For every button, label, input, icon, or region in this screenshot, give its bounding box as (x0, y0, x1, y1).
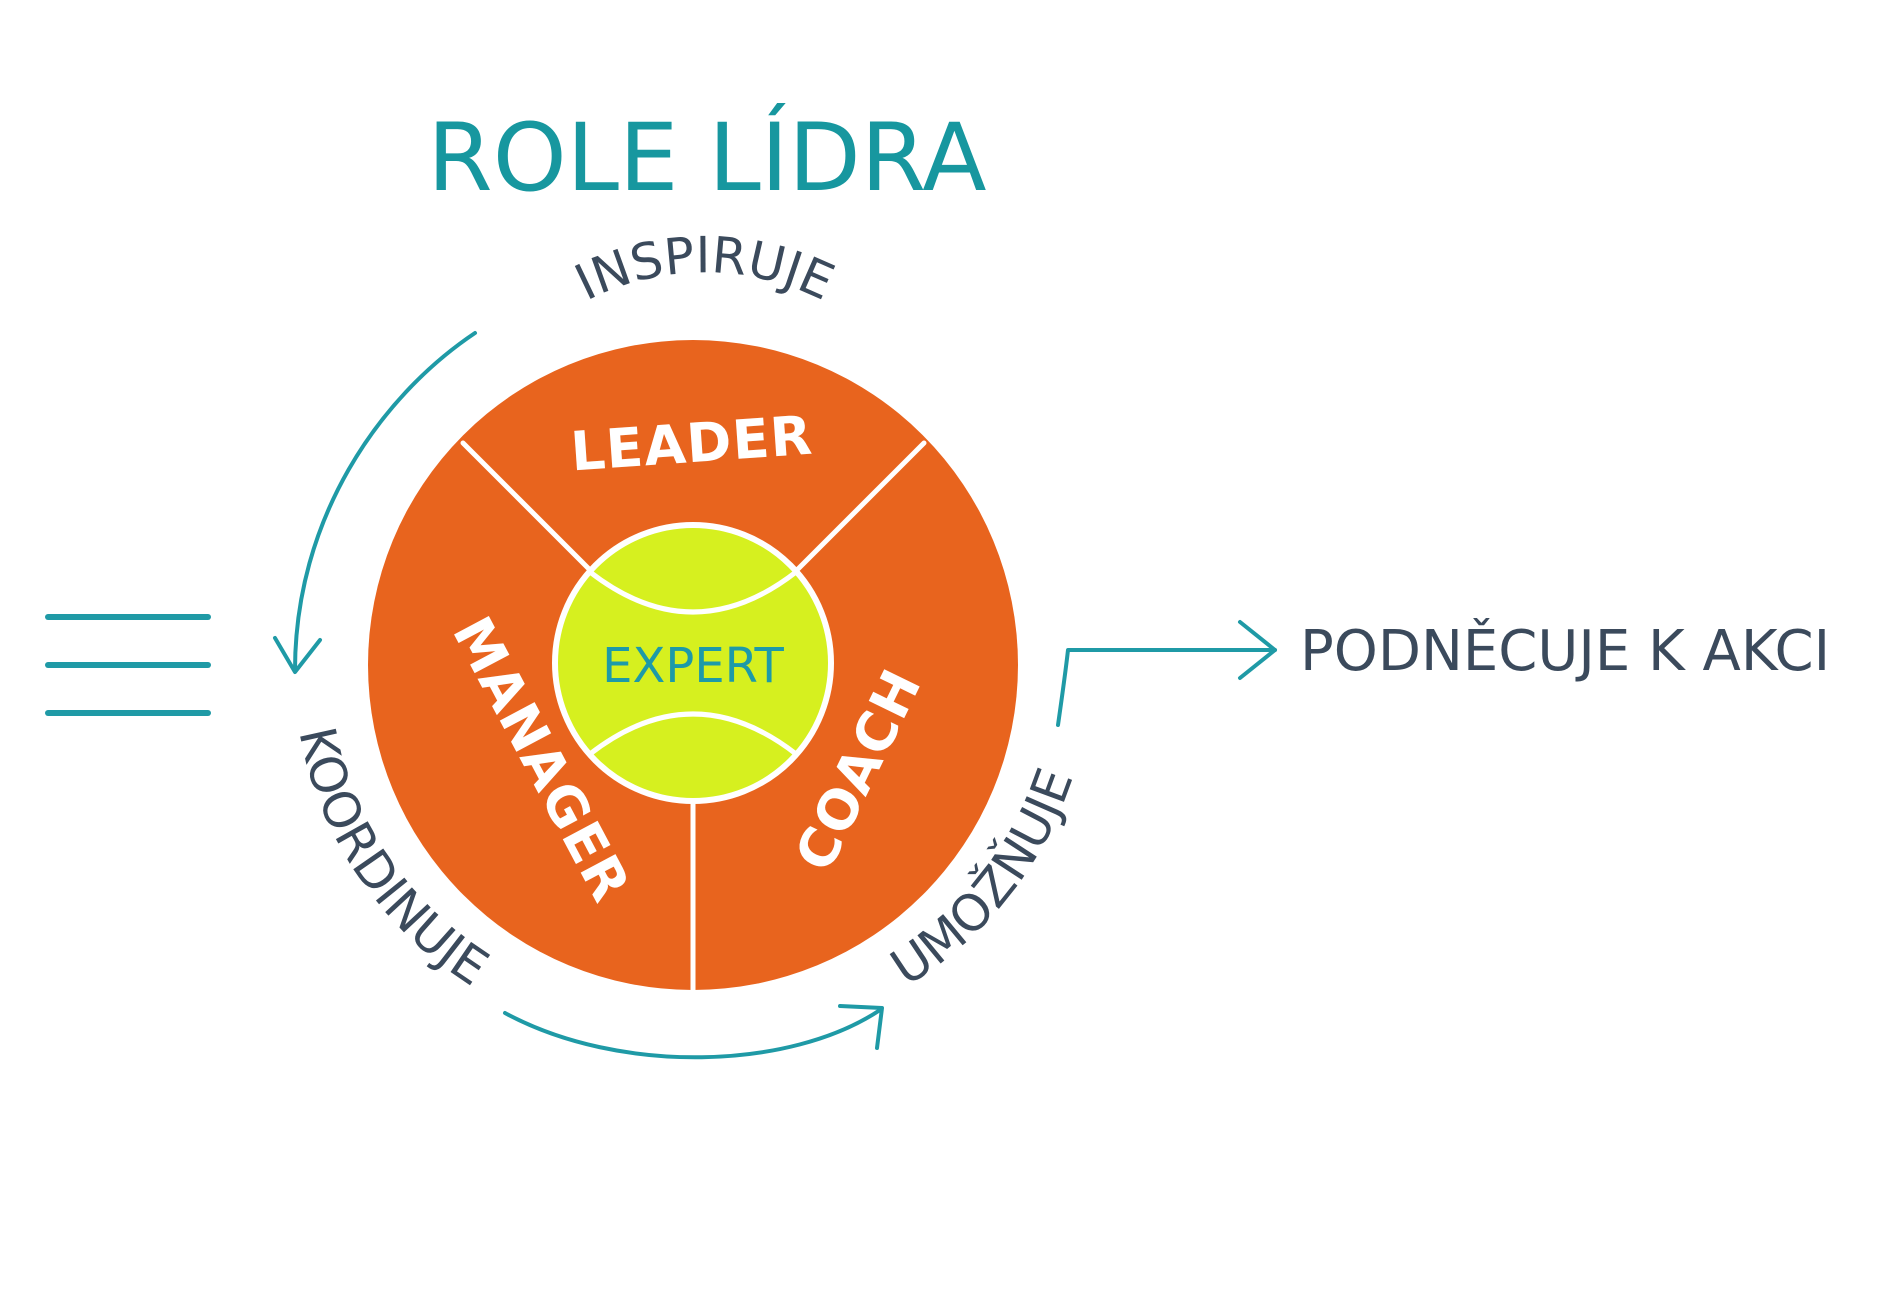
inspire-arrow (273, 331, 477, 674)
arc-label-inspiruje: INSPIRUJE (566, 226, 842, 312)
menu-icon[interactable] (45, 614, 211, 716)
coordinate-arrow (503, 1004, 884, 1060)
action-label: PODNĚCUJE K AKCI (1300, 619, 1830, 684)
segment-label-expert: EXPERT (602, 638, 784, 694)
expert-ball (552, 522, 834, 804)
segment-dividers (460, 440, 927, 993)
page-title: ROLE LÍDRA (427, 102, 986, 213)
action-arrow (1056, 620, 1277, 727)
